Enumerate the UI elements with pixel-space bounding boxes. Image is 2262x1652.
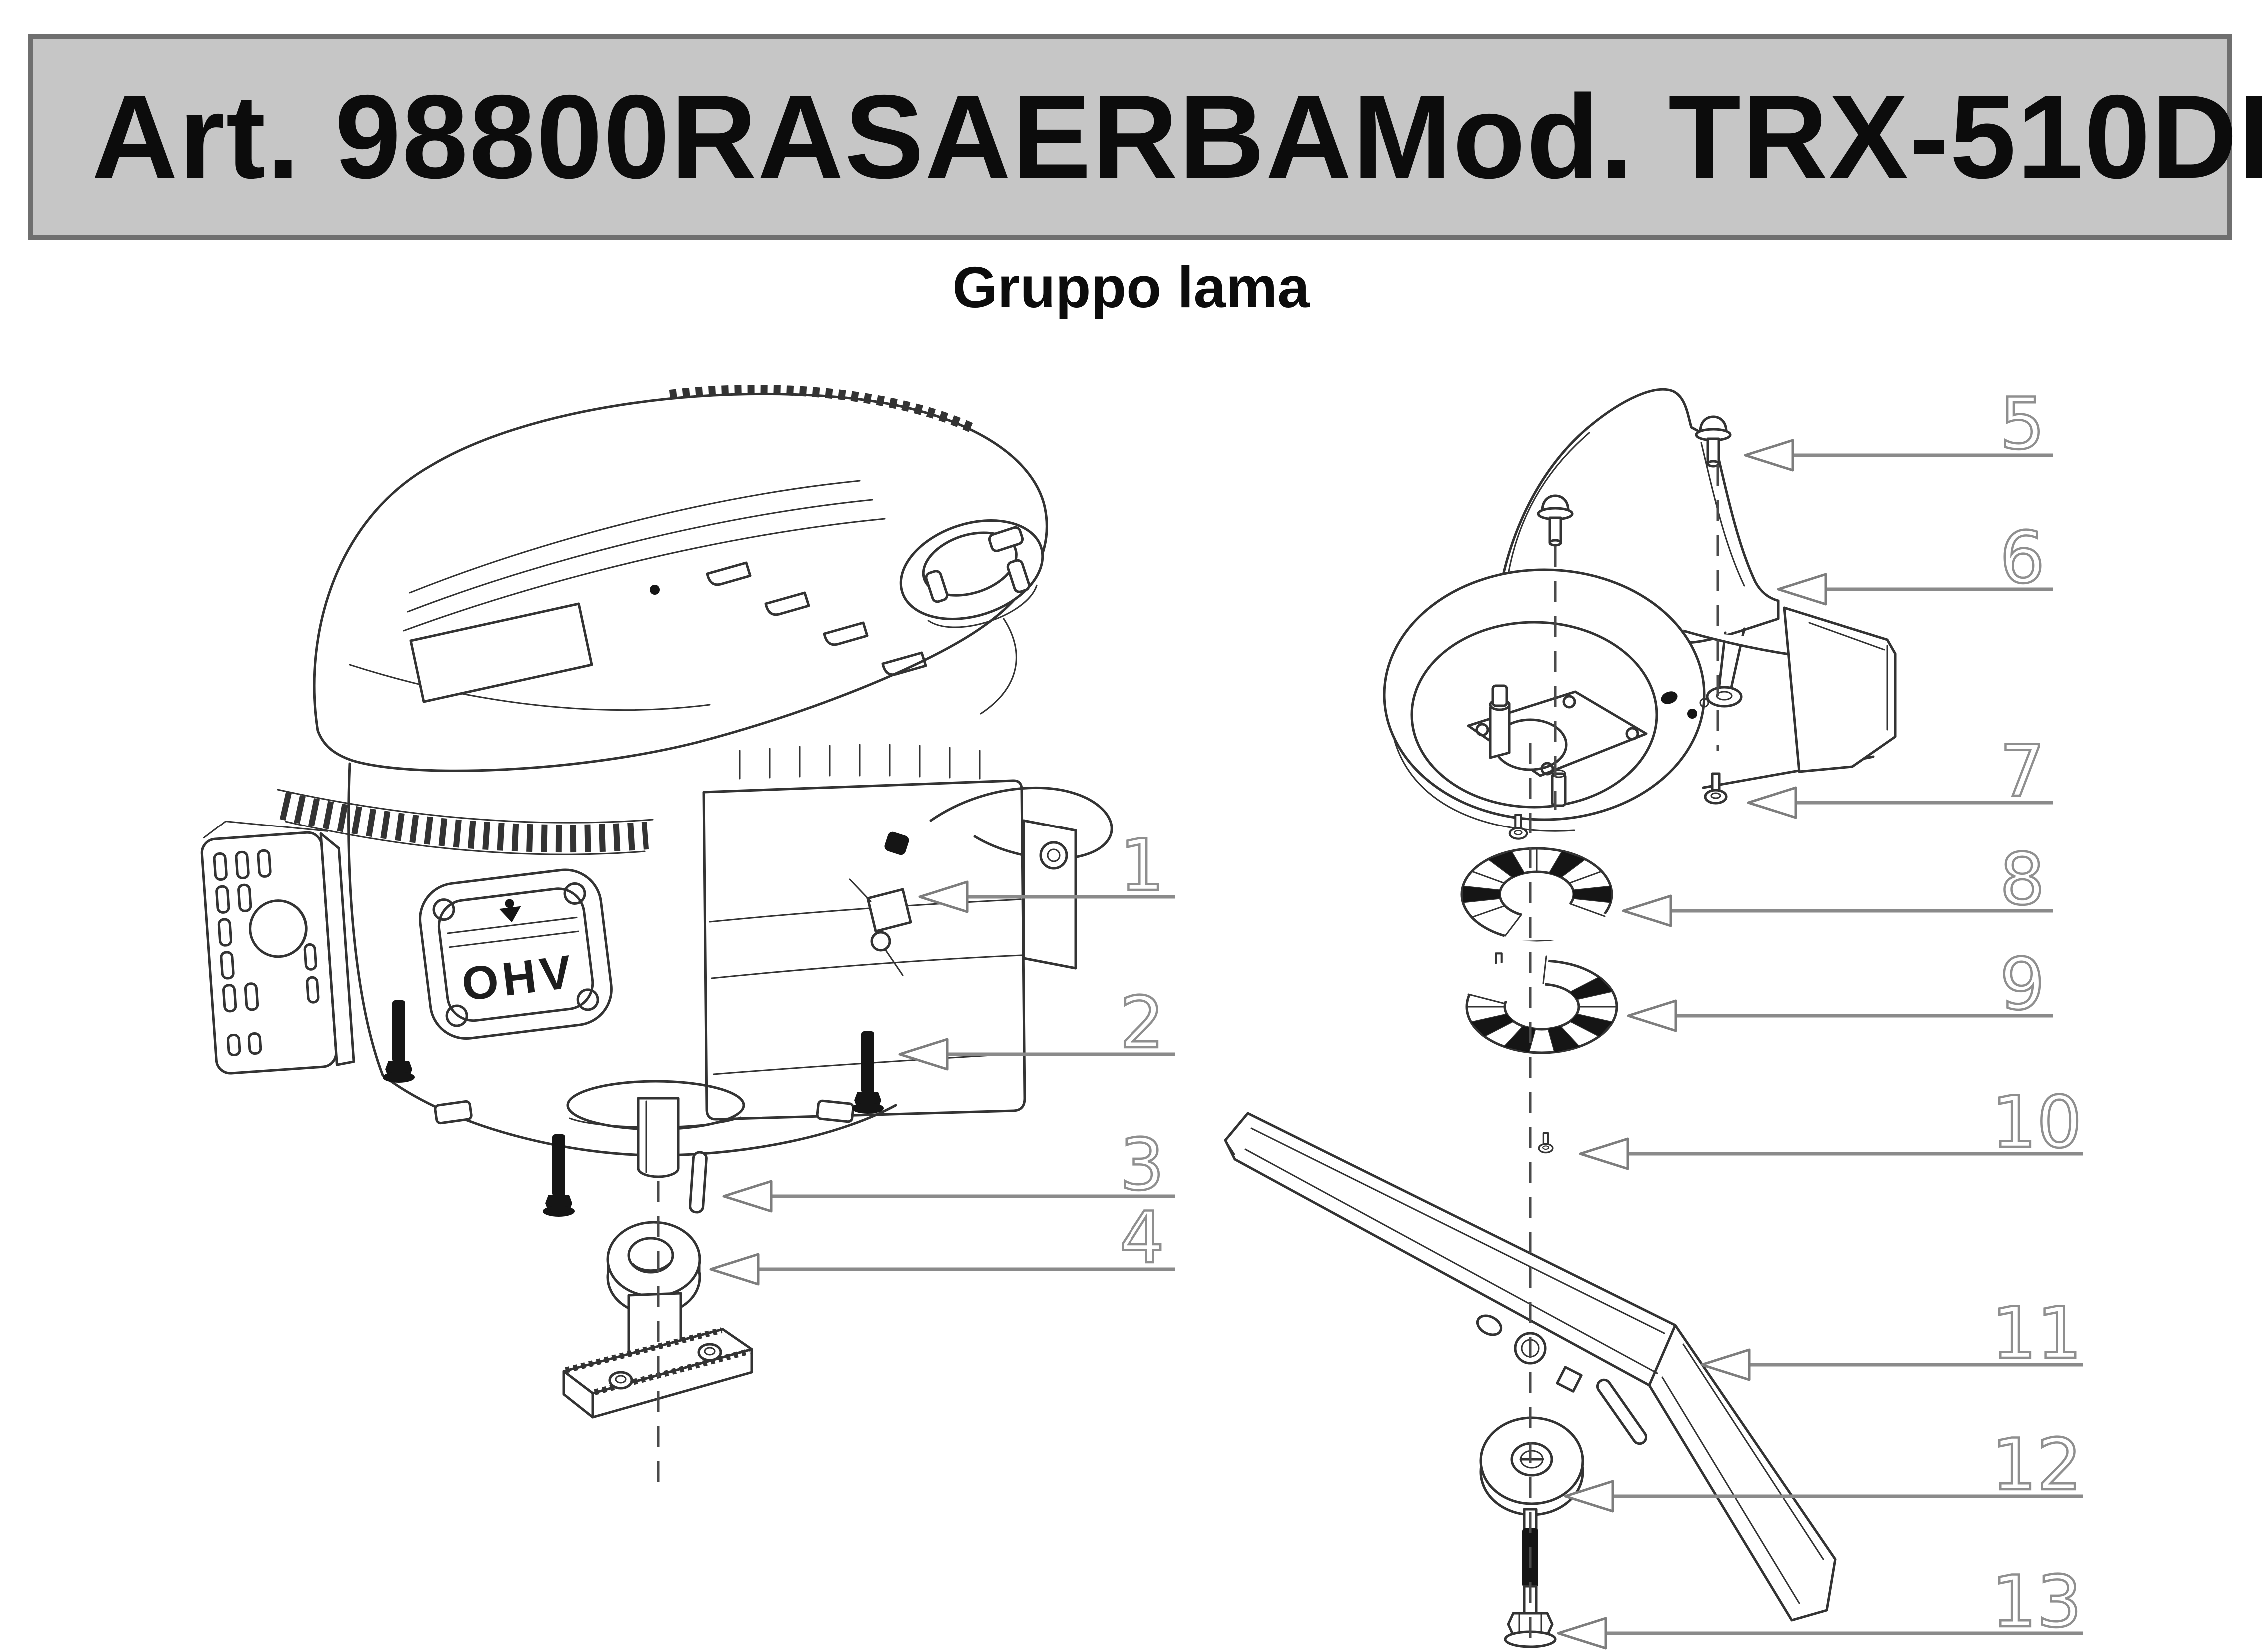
callout-13: 13: [1557, 1560, 2083, 1650]
deck-screw: [1705, 774, 1726, 803]
shroud-vent-slots: [706, 561, 927, 676]
callout-9: 9: [1627, 942, 2053, 1032]
shroud-seam: [349, 664, 711, 711]
muffler-guard: [200, 820, 355, 1075]
callout-11: 11: [1700, 1291, 2083, 1381]
recoil-teeth-edge: [669, 385, 978, 435]
friction-washer-upper: [1460, 847, 1614, 942]
valve-cover: OHV: [419, 868, 613, 1040]
shroud-rib: [409, 480, 861, 594]
blade-washer: [1479, 1416, 1584, 1516]
deflector-foot-grommet: [1706, 686, 1743, 708]
callout-3: 3: [722, 1123, 1175, 1213]
shroud-seam: [980, 618, 1017, 715]
model-number: Mod. TRX-510DL: [1352, 70, 2262, 203]
belt-housing-pan: [1383, 568, 1897, 832]
deck-stud: [1489, 684, 1511, 759]
callouts: 1 2 3 4 5: [709, 382, 2083, 1650]
engine-bolt-front: [383, 1000, 415, 1083]
fin-band-bottom-edge: [285, 821, 646, 855]
carburetor-linkage: [849, 819, 1077, 976]
callout-11-number: 11: [1992, 1292, 2082, 1375]
assembly-centerlines: [657, 465, 1719, 1647]
fin-band-top-edge: [277, 789, 654, 824]
shroud-bolt-dot: [650, 585, 660, 595]
muffler-grille: [213, 849, 320, 1057]
fuel-cap: [899, 519, 1044, 628]
engine-side-cover: [702, 779, 1026, 1121]
callout-4: 4: [709, 1196, 1175, 1286]
callout-10: 10: [1579, 1080, 2083, 1170]
callout-1: 1: [918, 824, 1175, 913]
shaft-key: [689, 1151, 708, 1214]
callout-2-number: 2: [1120, 982, 1164, 1064]
callout-8: 8: [1622, 837, 2053, 927]
callout-5-number: 5: [2000, 383, 2045, 465]
callout-3-number: 3: [1120, 1124, 1164, 1206]
deck-hole: [1699, 698, 1709, 708]
cylinder-fins: [739, 744, 981, 780]
callout-7: 7: [1747, 729, 2053, 819]
deck-dot: [1687, 709, 1697, 719]
shroud-rib: [403, 518, 886, 632]
engine-sticker: [409, 602, 593, 703]
callout-7-number: 7: [2000, 730, 2045, 813]
blade-assembly-illustration: [1224, 388, 1897, 1648]
engine-illustration: OHV: [200, 385, 1113, 1419]
callout-6: 6: [1777, 516, 2053, 606]
callout-13-number: 13: [1992, 1561, 2082, 1643]
callout-1-number: 1: [1120, 825, 1164, 907]
locating-pin: [1538, 1132, 1554, 1154]
product-name: RASAERBA: [670, 70, 1353, 203]
friction-washer-lower: [1460, 955, 1618, 1054]
callout-12: 12: [1564, 1423, 2083, 1513]
section-subtitle: Gruppo lama: [952, 255, 1310, 320]
callout-10-number: 10: [1992, 1081, 2082, 1164]
shroud-rib: [407, 499, 873, 613]
title-bar: Art. 98800 RASAERBA Mod. TRX-510DL: [28, 34, 2262, 240]
deck-dot: [1661, 691, 1678, 704]
callout-4-number: 4: [1120, 1197, 1164, 1279]
callout-6-number: 6: [2000, 517, 2045, 599]
discharge-wing-plate: [1783, 606, 1897, 773]
article-number: Art. 98800: [92, 70, 671, 203]
muffler-knockout: [249, 899, 308, 958]
crankshaft: [637, 1097, 680, 1178]
callout-5: 5: [1744, 382, 2053, 472]
breather-icon: [499, 899, 521, 923]
callout-9-number: 9: [2000, 943, 2045, 1026]
callout-12-number: 12: [1992, 1424, 2082, 1506]
callout-2: 2: [898, 981, 1175, 1071]
callout-8-number: 8: [2000, 838, 2045, 921]
